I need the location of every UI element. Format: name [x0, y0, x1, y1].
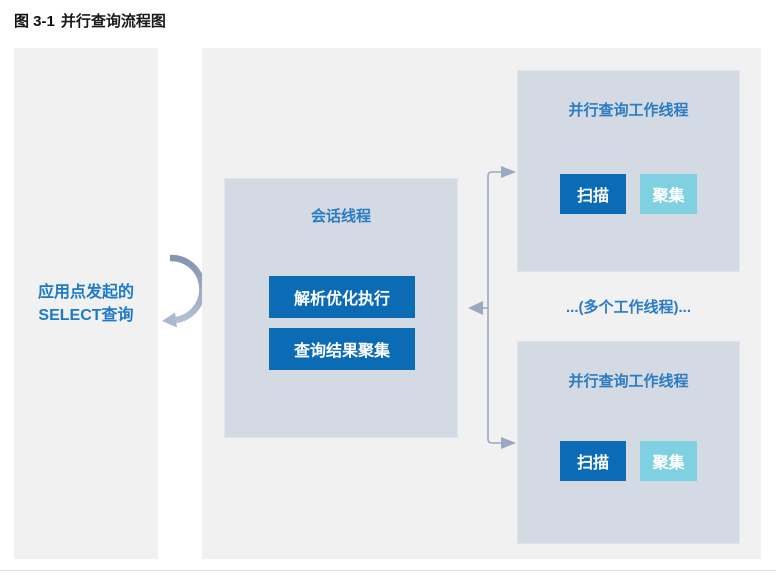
client-query-line1: 应用点发起的 — [37, 283, 134, 301]
worker-thread-title: 并行查询工作线程 — [568, 102, 689, 119]
client-query-line2: SELECT查询 — [38, 306, 134, 324]
bottom-divider — [0, 570, 776, 571]
client-panel: 应用点发起的 SELECT查询 — [14, 48, 158, 559]
worker-thread-title: 并行查询工作线程 — [568, 373, 689, 390]
connector-arrows-icon — [468, 166, 516, 449]
multiple-workers-label: ...(多个工作线程)... — [566, 299, 691, 316]
figure-caption: 图 3-1 并行查询流程图 — [14, 10, 166, 31]
figure-label: 图 3-1 — [14, 13, 55, 30]
figure-title: 并行查询流程图 — [60, 13, 166, 30]
parse-optimize-execute-step: 解析优化执行 — [269, 276, 415, 318]
result-aggregation-step: 查询结果聚集 — [269, 328, 415, 370]
aggregate-task: 聚集 — [640, 174, 697, 214]
worker-thread-box-top: 并行查询工作线程 扫描 聚集 — [517, 70, 740, 272]
aggregate-task: 聚集 — [640, 441, 697, 481]
client-query-label: 应用点发起的 SELECT查询 — [38, 281, 134, 327]
worker-task-row: 扫描 聚集 — [518, 441, 739, 481]
worker-task-row: 扫描 聚集 — [518, 174, 739, 214]
session-thread-box: 会话线程 解析优化执行 查询结果聚集 — [224, 178, 458, 438]
scan-task: 扫描 — [560, 441, 626, 481]
session-thread-title: 会话线程 — [310, 208, 371, 225]
worker-thread-box-bottom: 并行查询工作线程 扫描 聚集 — [517, 341, 740, 544]
scan-task: 扫描 — [560, 174, 626, 214]
